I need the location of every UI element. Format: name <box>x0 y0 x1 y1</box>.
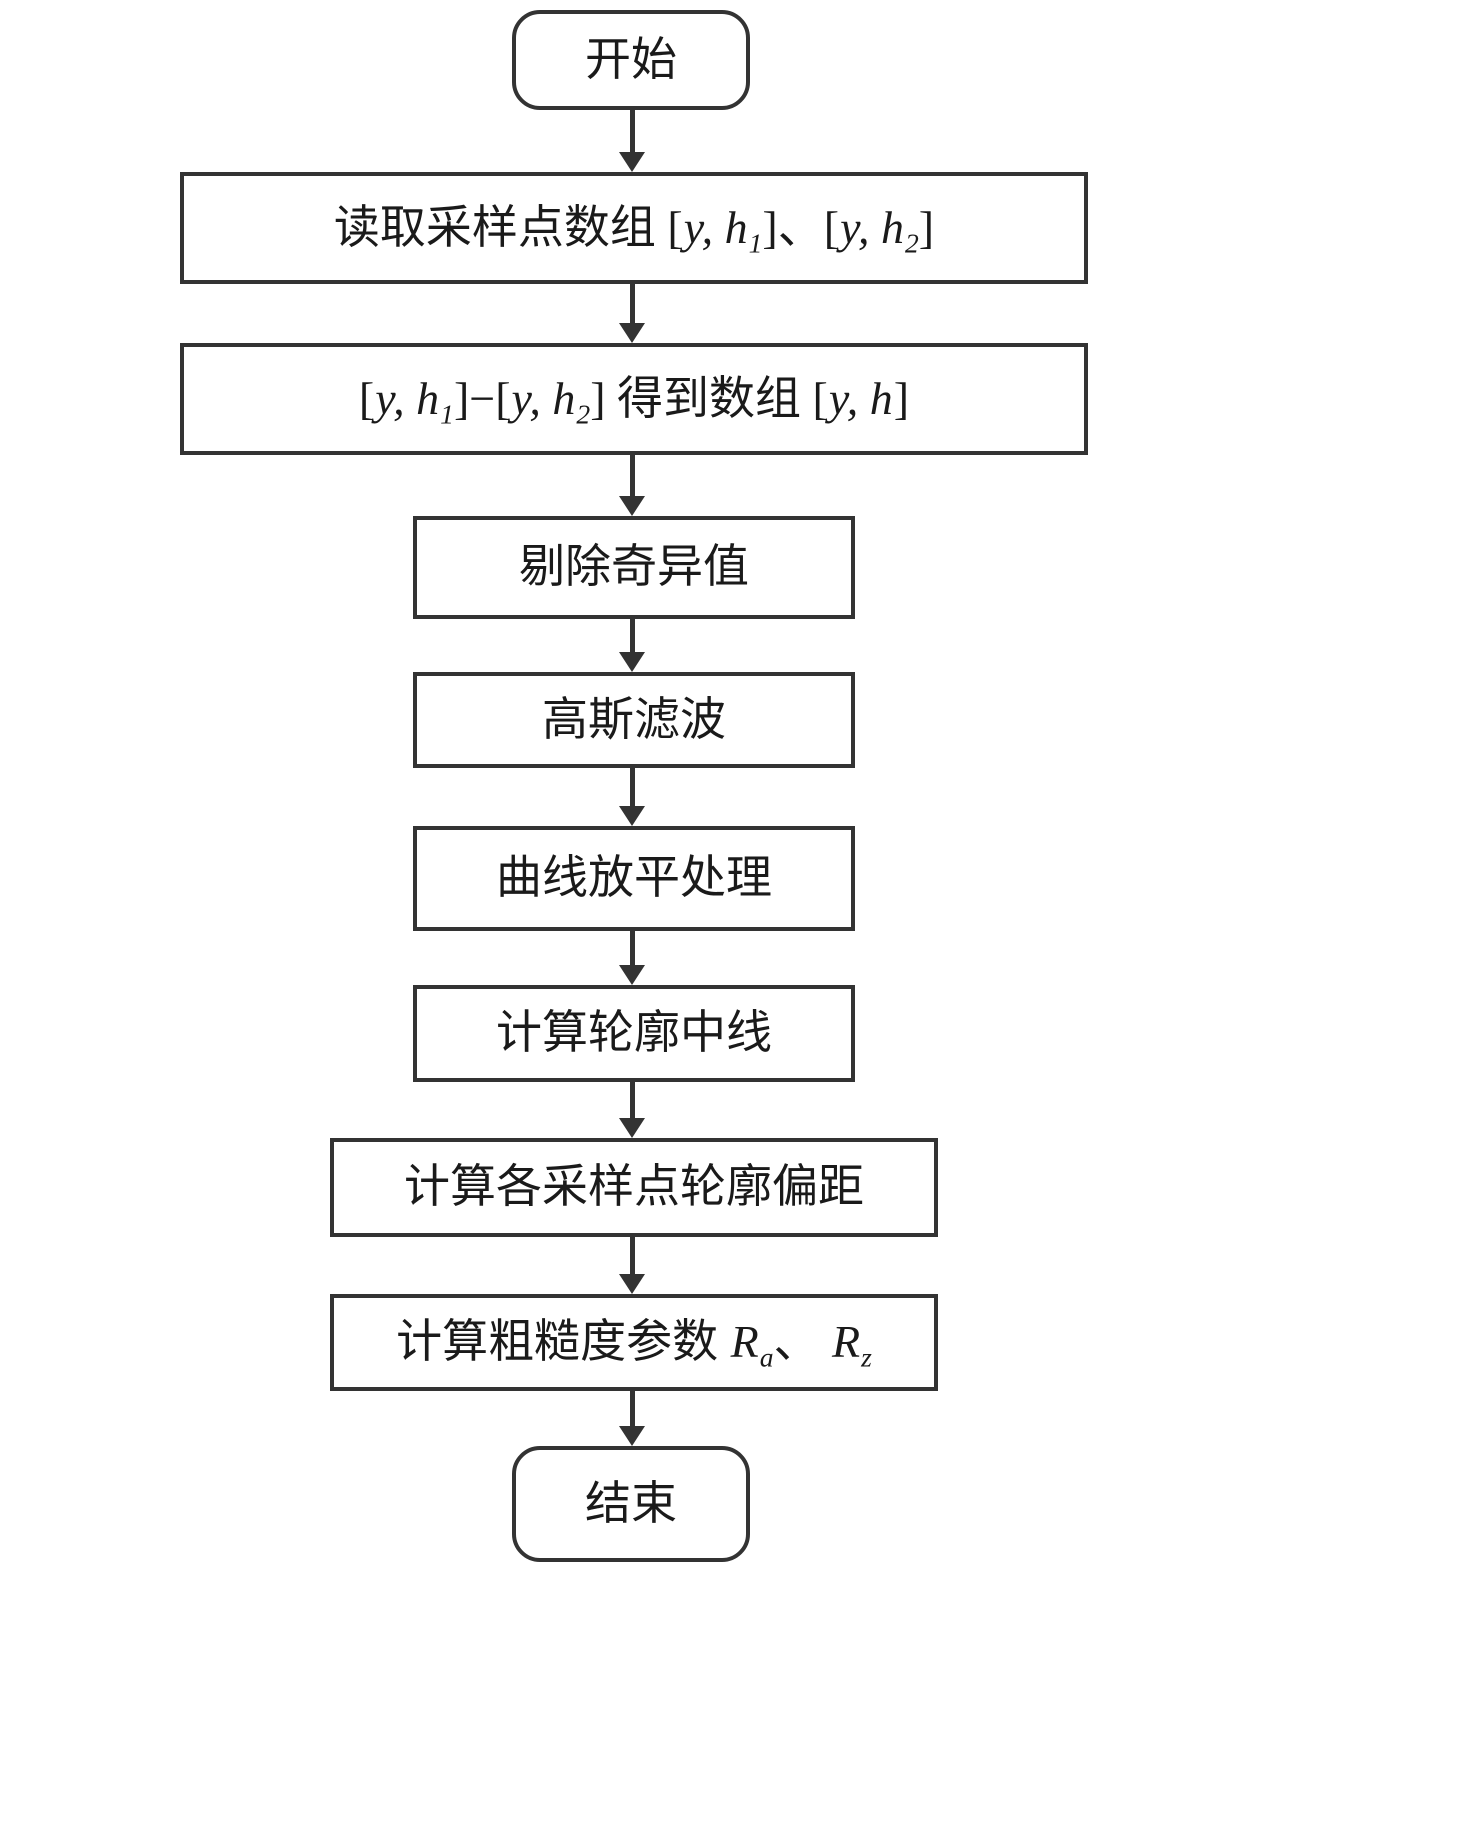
arrow-down-icon <box>618 110 646 172</box>
text-segment: 计算粗糙度参数 <box>396 1316 730 1368</box>
arrow-down-icon <box>618 1237 646 1294</box>
arrow-shaft <box>629 110 635 152</box>
variable: y, h <box>840 201 904 253</box>
arrow-down-icon <box>618 284 646 343</box>
arrowhead-icon <box>619 1118 645 1138</box>
subscript: 1 <box>748 227 763 259</box>
node-profile-offsets-label: 计算各采样点轮廓偏距 <box>404 1161 864 1213</box>
text-segment: ] <box>918 201 935 253</box>
text-segment: ] <box>893 372 910 424</box>
node-subtract-arrays-label: [y, h1]−[y, h2] 得到数组 [y, h] <box>358 372 910 430</box>
variable: R <box>832 1316 861 1368</box>
arrowhead-icon <box>619 1426 645 1446</box>
text-segment: ]、[ <box>762 201 840 253</box>
text-segment: ]−[ <box>453 372 511 424</box>
arrowhead-icon <box>619 806 645 826</box>
subscript: 2 <box>576 398 591 430</box>
variable: y, h <box>828 372 893 424</box>
arrow-down-icon <box>618 768 646 826</box>
arrow-shaft <box>629 768 635 806</box>
node-profile-centerline: 计算轮廓中线 <box>413 985 855 1082</box>
subscript: z <box>861 1341 872 1373</box>
node-gaussian-filter: 高斯滤波 <box>413 672 855 768</box>
node-subtract-arrays: [y, h1]−[y, h2] 得到数组 [y, h] <box>180 343 1088 455</box>
variable: y, h <box>511 372 576 424</box>
arrow-down-icon <box>618 931 646 985</box>
arrow-shaft <box>629 931 635 965</box>
node-remove-outliers-label: 剔除奇异值 <box>519 541 749 593</box>
node-gaussian-filter-label: 高斯滤波 <box>542 693 726 745</box>
variable: R <box>730 1316 759 1368</box>
arrow-shaft <box>629 1237 635 1274</box>
text-segment: 、 <box>773 1316 832 1368</box>
node-roughness-params: 计算粗糙度参数 Ra、 Rz <box>330 1294 938 1391</box>
arrow-shaft <box>629 455 635 496</box>
node-start-label: 开始 <box>585 33 677 85</box>
arrow-shaft <box>629 284 635 323</box>
arrow-down-icon <box>618 1391 646 1446</box>
text-segment: [ <box>358 372 375 424</box>
arrow-shaft <box>629 1082 635 1118</box>
arrow-down-icon <box>618 1082 646 1138</box>
text-segment: ] 得到数组 [ <box>590 372 828 424</box>
arrowhead-icon <box>619 652 645 672</box>
subscript: a <box>759 1341 774 1373</box>
node-curve-flatten: 曲线放平处理 <box>413 826 855 931</box>
node-roughness-params-label: 计算粗糙度参数 Ra、 Rz <box>396 1316 872 1371</box>
variable: y, h <box>683 201 748 253</box>
arrowhead-icon <box>619 965 645 985</box>
arrowhead-icon <box>619 496 645 516</box>
node-read-arrays: 读取采样点数组 [y, h1]、[y, h2] <box>180 172 1088 284</box>
node-end-label: 结束 <box>585 1477 677 1529</box>
node-start: 开始 <box>512 10 750 110</box>
arrowhead-icon <box>619 1274 645 1294</box>
node-profile-centerline-label: 计算轮廓中线 <box>496 1007 772 1059</box>
subscript: 1 <box>440 398 454 430</box>
node-read-arrays-label: 读取采样点数组 [y, h1]、[y, h2] <box>333 201 935 259</box>
node-end: 结束 <box>512 1446 750 1562</box>
text-segment: 读取采样点数组 [ <box>333 201 683 253</box>
node-curve-flatten-label: 曲线放平处理 <box>496 852 772 904</box>
node-profile-offsets: 计算各采样点轮廓偏距 <box>330 1138 938 1237</box>
variable: y, h <box>375 372 440 424</box>
arrow-down-icon <box>618 619 646 672</box>
arrowhead-icon <box>619 152 645 172</box>
arrow-down-icon <box>618 455 646 516</box>
subscript: 2 <box>904 227 919 259</box>
arrow-shaft <box>629 1391 635 1426</box>
arrow-shaft <box>629 619 635 652</box>
node-remove-outliers: 剔除奇异值 <box>413 516 855 619</box>
arrowhead-icon <box>619 323 645 343</box>
